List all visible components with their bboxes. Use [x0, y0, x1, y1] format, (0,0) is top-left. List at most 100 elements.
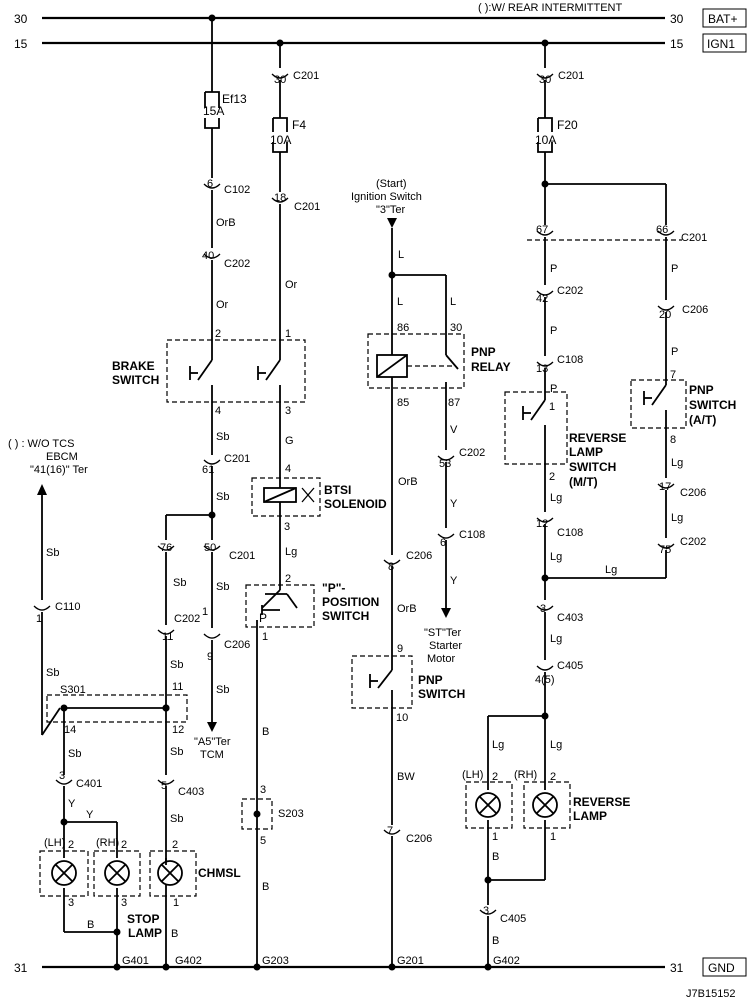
bat-tag-box	[702, 8, 747, 28]
conn-c206-a: C206	[224, 639, 250, 651]
pin-c201-50: 50	[204, 542, 216, 554]
wire-b-6: B	[492, 935, 499, 947]
pin-c202-42: 42	[536, 293, 548, 305]
conn-c206-d: C206	[682, 304, 708, 316]
conn-c201-c: C201	[229, 550, 255, 562]
svg-text:"P"-: "P"-	[322, 581, 345, 595]
wire-sb-9: Sb	[68, 748, 81, 760]
pin-chmsl-1: 1	[173, 897, 179, 909]
conn-c108-c: C108	[557, 527, 583, 539]
lh-reverse-lamp-box	[465, 781, 513, 829]
pin-c201-67: 67	[536, 224, 548, 236]
svg-text:PNP: PNP	[471, 345, 496, 359]
wire-lg-2: Lg	[550, 492, 562, 504]
pin-c206-9: 9	[207, 651, 213, 663]
wire-sb-7: Sb	[46, 547, 59, 559]
stop-lamp-label: STOP LAMP	[127, 912, 162, 940]
pin-c108-12: 12	[536, 518, 548, 530]
g203-node	[253, 963, 261, 971]
reverse-lamp-switch-label: REVERSE LAMP SWITCH (M/T)	[569, 431, 626, 489]
svg-text:PNP: PNP	[418, 673, 443, 687]
pin-ppos-2: 2	[285, 573, 291, 585]
pnp-circuit	[383, 218, 459, 967]
pnp-switch-at-box	[630, 379, 687, 429]
pin-rh-3: 3	[121, 897, 127, 909]
p-position-contact	[265, 593, 298, 609]
wire-y-3: Y	[450, 498, 458, 510]
pin-pnp-9: 9	[397, 643, 403, 655]
pin-rev-2: 2	[549, 471, 555, 483]
pin-c110-1: 1	[36, 613, 42, 625]
conn-c202-a: C202	[224, 258, 250, 270]
pin-lh-rev-1: 1	[492, 831, 498, 843]
ign-tag: IGN1	[707, 37, 735, 51]
pin-c405-45: 4(5)	[535, 674, 555, 686]
conn-c201-a: C201	[293, 70, 319, 82]
gnd-tag: GND	[708, 961, 735, 975]
svg-text:BRAKE: BRAKE	[112, 359, 155, 373]
pin-rh-2: 2	[121, 839, 127, 851]
conn-c405-b: C405	[500, 913, 526, 925]
bus-30-right: 30	[670, 12, 684, 26]
svg-text:( ) : W/O TCS: ( ) : W/O TCS	[8, 438, 74, 450]
pin-rev-1: 1	[549, 401, 555, 413]
conn-c110: C110	[55, 601, 80, 613]
reverse-lamp-switch-box	[504, 391, 568, 465]
pin-relay-85: 85	[397, 397, 409, 409]
pin-brake-2: 2	[215, 328, 221, 340]
wire-sb-8: Sb	[46, 667, 59, 679]
pin-c405-3: 3	[483, 905, 489, 917]
pin-rh-rev-2: 2	[550, 771, 556, 783]
fuse-f20-name: F20	[557, 118, 578, 132]
bus-31-left: 31	[14, 961, 28, 975]
brake-switch-contacts	[189, 350, 281, 381]
label-chmsl: CHMSL	[198, 866, 241, 880]
pin-c201-61: 61	[202, 464, 214, 476]
label-s203: S203	[278, 808, 304, 820]
header-note: ( ):W/ REAR INTERMITTENT	[478, 2, 622, 14]
conn-c206-b: C206	[406, 550, 432, 562]
pin-s301-12: 12	[172, 724, 184, 736]
conn-c202-b: C202	[174, 613, 200, 625]
conn-c403-a: C403	[178, 786, 204, 798]
bus-30-left: 30	[14, 12, 28, 26]
ground-g201: G201	[397, 955, 424, 967]
fuse-f20-amp: 10A	[535, 133, 556, 147]
wire-v: V	[450, 424, 458, 436]
pnp-switch-at-label: PNP SWITCH (A/T)	[689, 383, 736, 427]
pin-lh-2: 2	[68, 839, 74, 851]
ground-g402-b: G402	[493, 955, 520, 967]
diagram-code: J7B15152	[686, 988, 736, 1000]
chmsl-box	[149, 850, 197, 897]
wire-l-1: L	[398, 249, 404, 261]
pin-btsi-4: 4	[285, 463, 291, 475]
svg-text:SWITCH: SWITCH	[569, 460, 616, 474]
svg-text:STOP: STOP	[127, 912, 159, 926]
pin-c202-75: 75	[659, 544, 671, 556]
fuse-f4-name: F4	[292, 118, 306, 132]
btsi-coil	[263, 485, 315, 510]
label-rh-1: (RH)	[96, 837, 119, 849]
lh-reverse-lamp-bulb	[475, 792, 501, 818]
label-rh-2: (RH)	[514, 769, 537, 781]
pin-c202-40: 40	[202, 250, 214, 262]
wire-sb-10: Sb	[170, 746, 183, 758]
conn-c201-f: C201	[681, 232, 707, 244]
wire-p-5: P	[550, 383, 557, 395]
pin-c206-8: 8	[388, 561, 394, 573]
reverse-lamp-circuit	[479, 39, 682, 967]
pin-c206-20: 20	[659, 309, 671, 321]
wire-lg-8: Lg	[492, 739, 504, 751]
conn-c401: C401	[76, 778, 102, 790]
wire-p-2: P	[671, 263, 678, 275]
pin-c206-7: 7	[387, 825, 393, 837]
rh-reverse-lamp-bulb	[532, 792, 558, 818]
pin-s301-14: 14	[64, 724, 76, 736]
fuse-ef13-name: Ef13	[222, 92, 247, 106]
wire-lg-9: Lg	[550, 739, 562, 751]
svg-text:SWITCH: SWITCH	[322, 609, 369, 623]
fuse-f4-amp: 10A	[270, 133, 291, 147]
pin-c202-1: 1	[202, 606, 208, 618]
pnp-switch-contact	[369, 665, 393, 689]
wire-l-3: L	[450, 296, 456, 308]
